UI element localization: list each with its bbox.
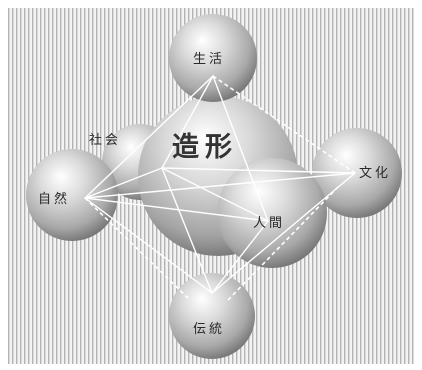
sphere-top: [169, 14, 257, 102]
sphere-bottom: [169, 273, 255, 359]
dashed-connectors: [84, 75, 356, 301]
dashed-bottom-right: [227, 184, 341, 301]
label-lower-right: 人間: [253, 216, 285, 231]
label-top: 生活: [193, 52, 225, 67]
dashed-top-right: [212, 75, 356, 174]
connector-left-top: [84, 75, 214, 199]
connector-top-lowerright: [212, 75, 269, 222]
label-center: 造形: [172, 132, 238, 163]
connector-left-right: [84, 172, 356, 199]
sphere-right: [312, 128, 402, 218]
connector-left-lowerright: [84, 197, 269, 222]
connector-left-center: [84, 167, 163, 199]
connector-center-right: [161, 167, 356, 174]
sphere-left: [26, 149, 118, 241]
dashed-left-bottom: [84, 197, 191, 301]
label-left: 自然: [38, 191, 70, 207]
connector-bottom-lowerright: [211, 220, 269, 294]
sphere-lower-right: [217, 158, 327, 268]
label-upper-left: 社会: [89, 132, 121, 148]
connector-center-lowerright: [161, 167, 269, 222]
label-right: 文化: [359, 166, 391, 181]
connector-left-bottom: [84, 197, 213, 294]
connector-bottom-center: [161, 167, 213, 294]
label-bottom: 伝統: [193, 322, 225, 337]
connector-top-center: [161, 75, 214, 169]
